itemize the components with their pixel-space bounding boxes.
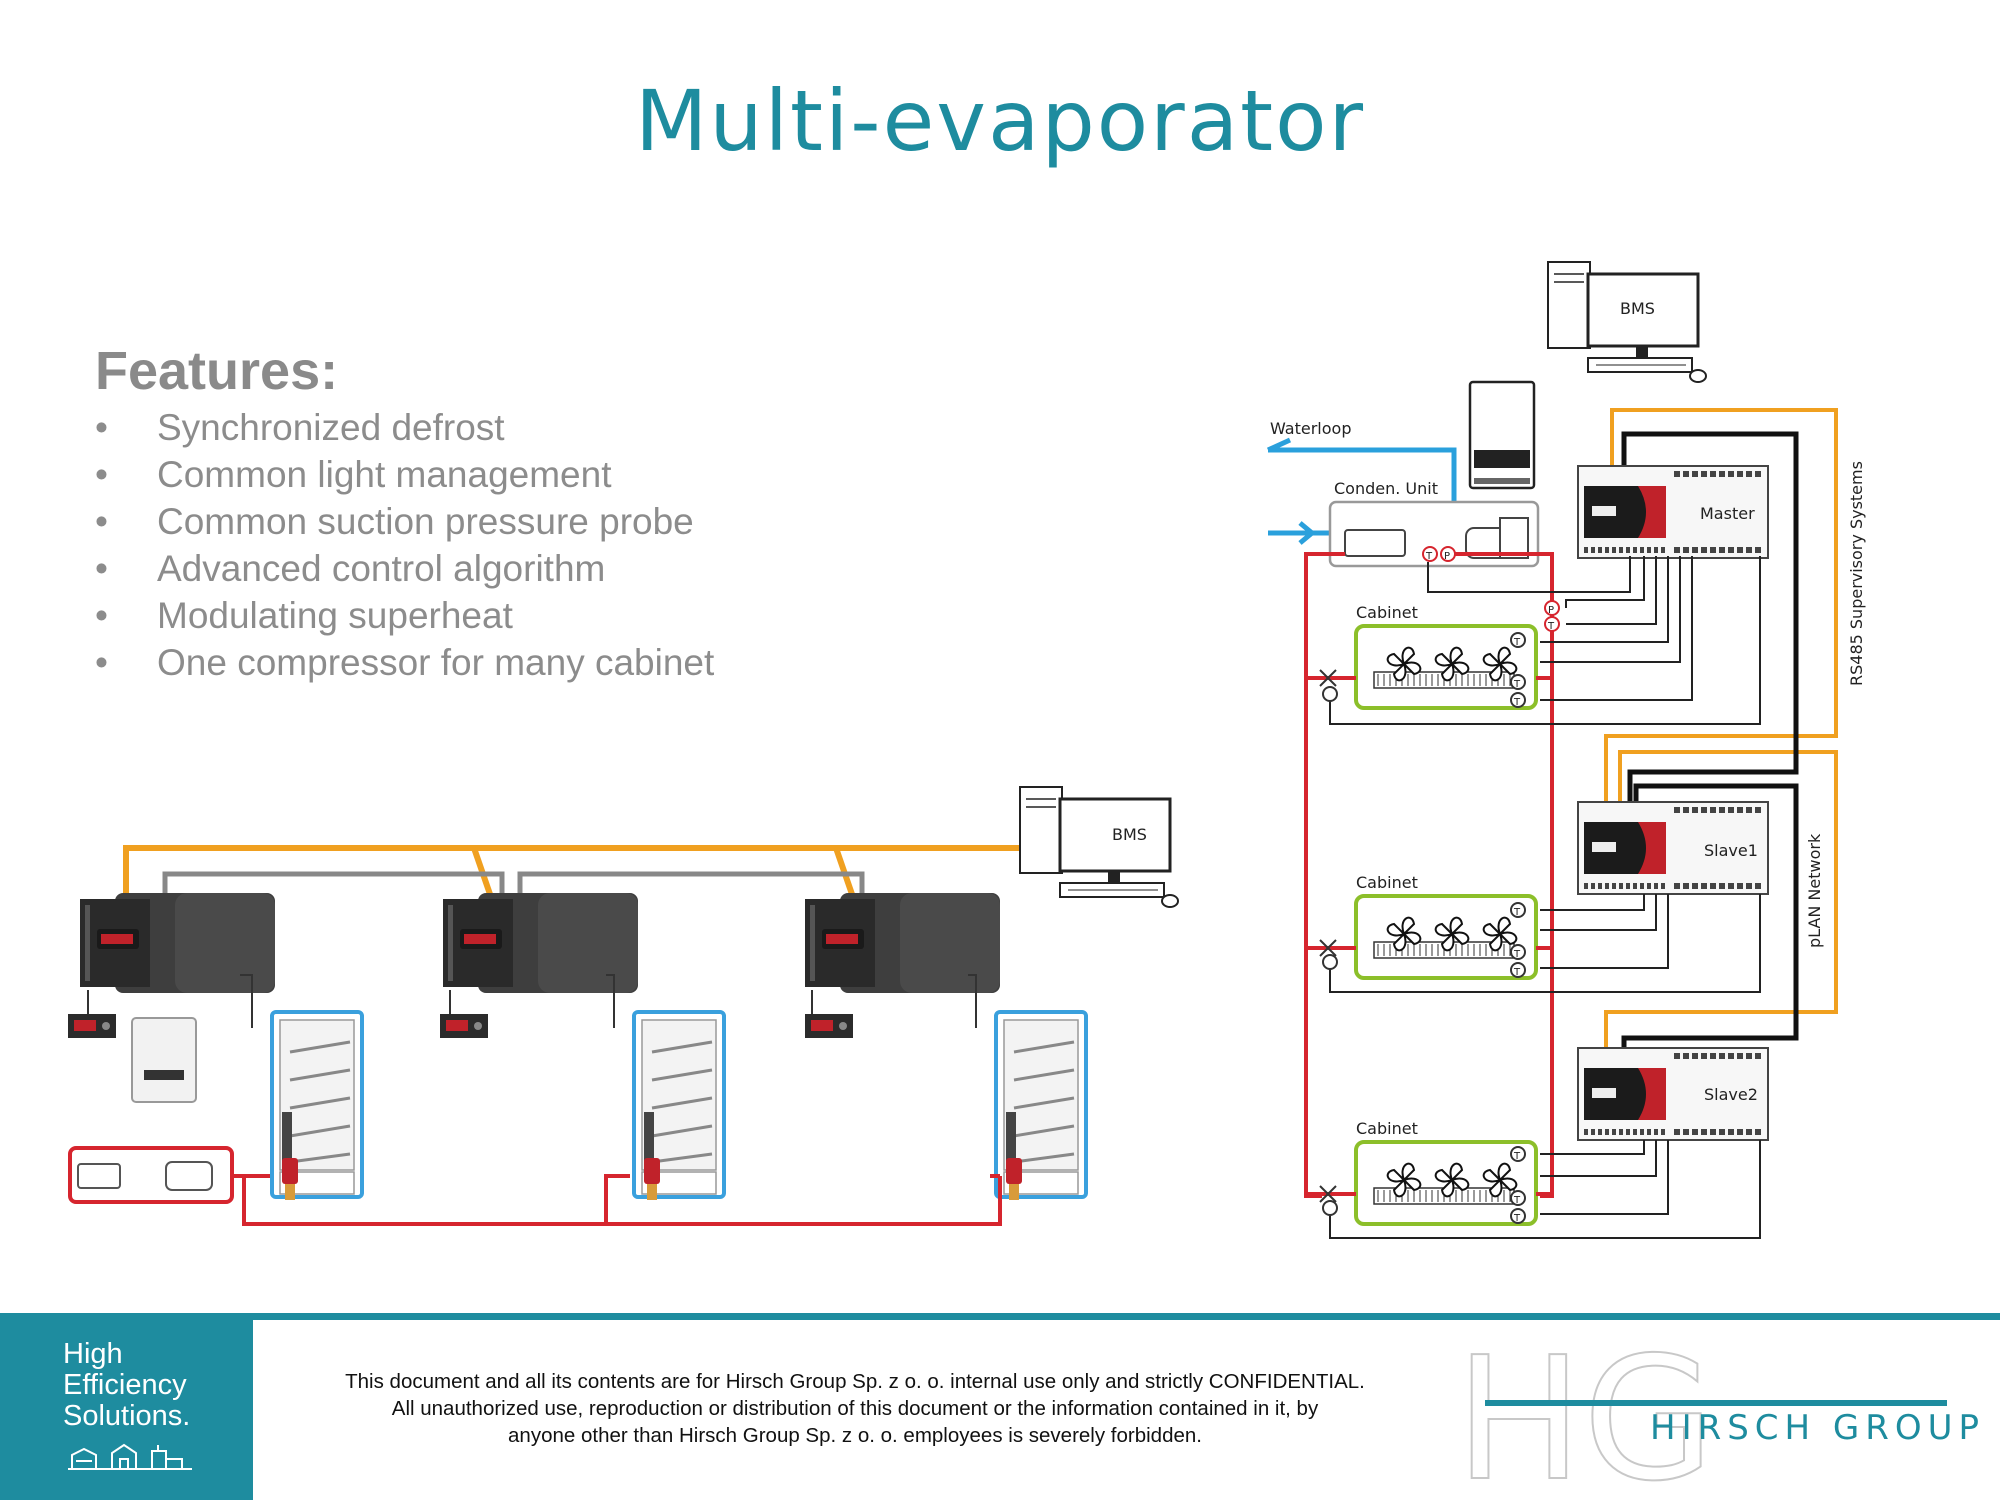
bullet-icon: • bbox=[95, 407, 108, 448]
svg-text:T: T bbox=[1547, 621, 1555, 632]
slave1-label: Slave1 bbox=[1704, 841, 1758, 860]
cabinet-label: Cabinet bbox=[1356, 873, 1418, 892]
feature-item: •Common light management bbox=[95, 451, 855, 498]
right-bms-label: BMS bbox=[1620, 299, 1655, 318]
bullet-icon: • bbox=[95, 642, 108, 683]
svg-text:T: T bbox=[1513, 1213, 1521, 1224]
svg-text:P: P bbox=[1548, 605, 1554, 616]
svg-text:T: T bbox=[1513, 967, 1521, 978]
svg-text:T: T bbox=[1513, 1195, 1521, 1206]
confidentiality-notice: This document and all its contents are f… bbox=[345, 1370, 1365, 1447]
feature-item: •Advanced control algorithm bbox=[95, 545, 855, 592]
condensing-unit-label: Conden. Unit bbox=[1334, 479, 1438, 498]
svg-text:HG: HG bbox=[1455, 1338, 1715, 1488]
waterloop-label: Waterloop bbox=[1270, 419, 1351, 438]
brand-tagline: High Efficiency Solutions. bbox=[63, 1338, 191, 1432]
master-label: Master bbox=[1700, 504, 1755, 523]
cabinet-2 bbox=[1356, 896, 1536, 978]
footer-divider bbox=[252, 1313, 2000, 1320]
svg-text:P: P bbox=[1444, 551, 1450, 562]
svg-text:T: T bbox=[1513, 907, 1521, 918]
buildings-icon bbox=[68, 1443, 192, 1470]
cabinet-label: Cabinet bbox=[1356, 1119, 1418, 1138]
right-system-diagram: BMS Waterloop Conden. Unit T P bbox=[1266, 260, 1866, 1239]
svg-text:T: T bbox=[1513, 637, 1521, 648]
feature-item: •Synchronized defrost bbox=[95, 404, 855, 451]
plan-network-label: pLAN Network bbox=[1805, 833, 1824, 948]
features-heading: Features: bbox=[95, 341, 339, 401]
bms-computer-icon bbox=[1546, 260, 1708, 384]
hirsch-group-logo: HG bbox=[1455, 1338, 1947, 1488]
bullet-icon: • bbox=[95, 595, 108, 636]
rs485-label: RS485 Supervisory Systems bbox=[1847, 461, 1866, 686]
svg-text:T: T bbox=[1513, 1151, 1521, 1162]
hirsch-group-text: HIRSCH GROUP bbox=[1650, 1408, 1986, 1448]
left-system-diagram: BMS bbox=[68, 785, 1180, 1226]
svg-text:T: T bbox=[1513, 949, 1521, 960]
bullet-icon: • bbox=[95, 454, 108, 495]
slave2-label: Slave2 bbox=[1704, 1085, 1758, 1104]
footer-brand-tile: High Efficiency Solutions. bbox=[0, 1313, 253, 1500]
cabinet-1 bbox=[1356, 626, 1536, 708]
svg-text:T: T bbox=[1425, 551, 1433, 562]
bullet-icon: • bbox=[95, 501, 108, 542]
cabinet-3 bbox=[1356, 1142, 1536, 1224]
feature-item: •Common suction pressure probe bbox=[95, 498, 855, 545]
slide-title: Multi-evaporator bbox=[634, 72, 1366, 170]
bms-computer-icon bbox=[1018, 785, 1180, 909]
features-list: Features: •Synchronized defrost •Common … bbox=[95, 340, 855, 686]
cabinet-label: Cabinet bbox=[1356, 603, 1418, 622]
bullet-icon: • bbox=[95, 548, 108, 589]
feature-item: •Modulating superheat bbox=[95, 592, 855, 639]
left-bms-label: BMS bbox=[1112, 825, 1147, 844]
feature-item: •One compressor for many cabinet bbox=[95, 639, 855, 686]
svg-text:T: T bbox=[1513, 697, 1521, 708]
svg-text:T: T bbox=[1513, 679, 1521, 690]
